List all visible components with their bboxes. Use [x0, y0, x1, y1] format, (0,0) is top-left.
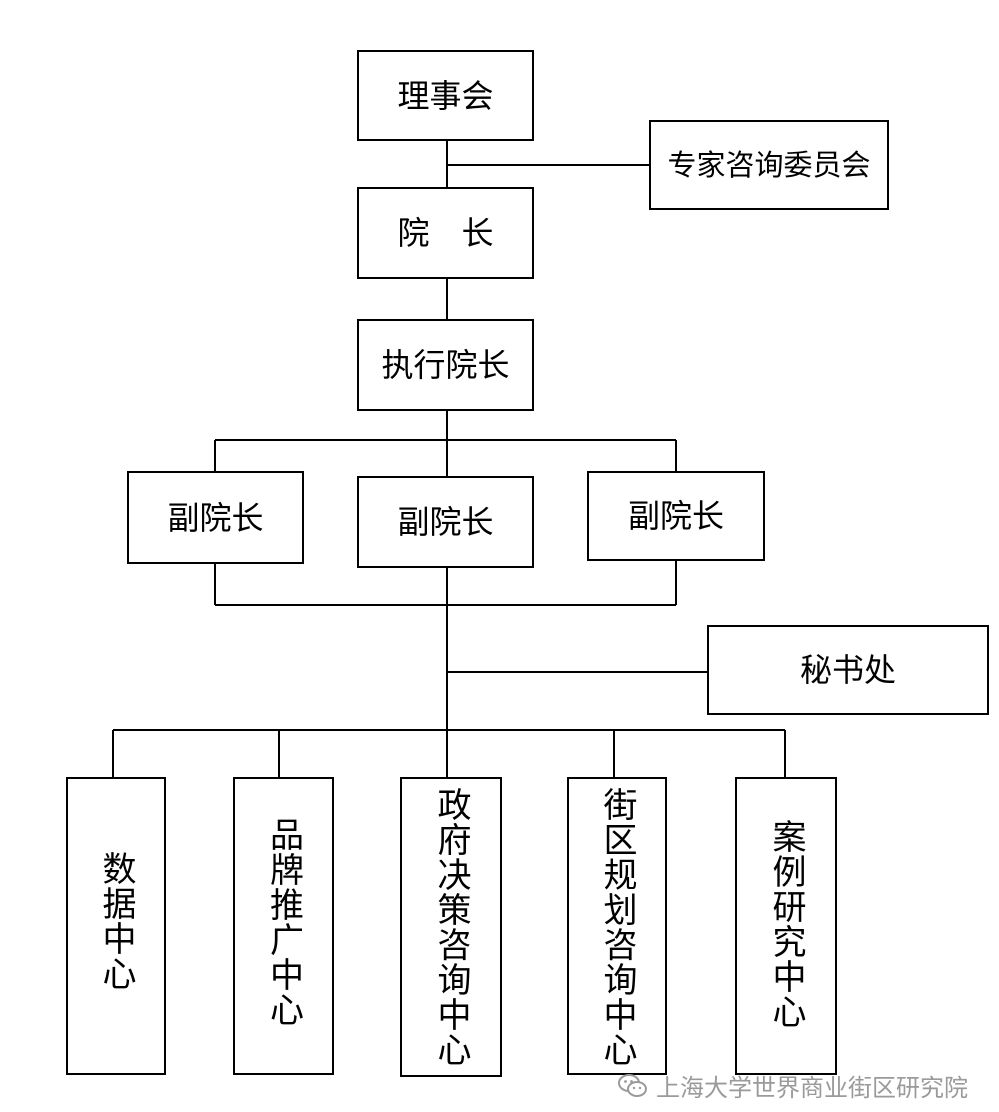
center-label-government: 政府决策咨询中心 [431, 787, 471, 1067]
secretariat-label: 秘书处 [799, 651, 896, 689]
expert-committee-label: 专家咨询委员会 [667, 147, 871, 182]
vice-president-box-3: 副院长 [587, 471, 765, 561]
president-label: 院 长 [397, 214, 494, 252]
executive-president-label: 执行院长 [381, 346, 510, 384]
center-box-district: 街区规划咨询中心 [567, 777, 667, 1075]
center-box-government: 政府决策咨询中心 [400, 777, 502, 1077]
vice-president-label-1: 副院长 [167, 498, 264, 537]
center-label-district: 街区规划咨询中心 [597, 787, 637, 1067]
center-label-case: 案例研究中心 [766, 819, 806, 1029]
vice-president-box-1: 副院长 [127, 471, 304, 564]
center-box-data: 数据中心 [66, 777, 166, 1075]
vice-president-label-3: 副院长 [627, 497, 724, 535]
center-box-case: 案例研究中心 [735, 777, 837, 1075]
center-box-brand: 品牌推广中心 [233, 777, 334, 1075]
wechat-icon [618, 1073, 647, 1097]
vice-president-box-2: 副院长 [357, 476, 534, 568]
center-label-data: 数据中心 [96, 851, 136, 991]
board-box: 理事会 [357, 50, 534, 141]
executive-president-box: 执行院长 [357, 319, 534, 411]
center-label-brand: 品牌推广中心 [263, 817, 304, 1027]
board-label: 理事会 [397, 76, 494, 115]
vice-president-label-2: 副院长 [397, 503, 494, 541]
watermark-text: 上海大学世界商业街区研究院 [656, 1074, 968, 1102]
watermark: 上海大学世界商业街区研究院 [618, 1068, 968, 1103]
expert-committee-box: 专家咨询委员会 [649, 120, 889, 210]
secretariat-box: 秘书处 [707, 625, 989, 715]
president-box: 院 长 [357, 187, 534, 279]
